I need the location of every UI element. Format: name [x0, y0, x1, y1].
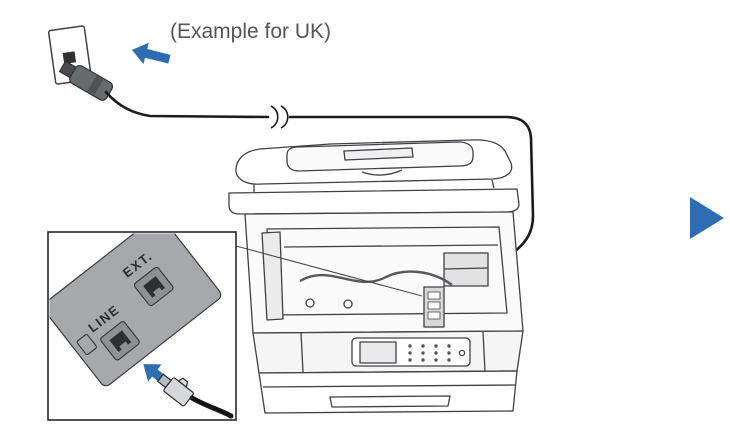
plug-band: [87, 75, 104, 96]
roller-1: [305, 298, 315, 308]
internal-ribbon-cable: [299, 270, 453, 286]
front-seam-right: [482, 331, 486, 372]
wall-socket-hole: [62, 51, 77, 64]
panel-emboss-detail: [76, 334, 97, 356]
next-step-arrow-icon: [690, 197, 724, 239]
connector-body: [163, 377, 194, 407]
port-block: [423, 286, 445, 328]
cable-break-symbol: [270, 105, 289, 129]
port-panel: EXT. LINE: [49, 233, 222, 387]
carriage-block: [443, 252, 489, 287]
line-port-socket: [100, 321, 140, 361]
rj11-connector: [156, 373, 194, 407]
roller-2: [343, 299, 353, 309]
inset-leader-line: [235, 245, 423, 297]
port-block-mark-1: [427, 291, 441, 300]
connector-cable: [189, 395, 234, 419]
hinge-right: [491, 179, 495, 189]
port-block-mark-3: [427, 311, 441, 320]
port-panel-face: [49, 233, 222, 387]
caption-example-for-uk: (Example for UK): [170, 20, 331, 43]
power-button-mark: [458, 349, 466, 357]
telephone-wall-plug: [58, 60, 114, 101]
port-block-mark-2: [427, 301, 441, 310]
paper-tray-base: [258, 370, 518, 414]
insert-plug-arrow-icon: [130, 41, 172, 67]
printer-illustration: [228, 139, 524, 414]
insert-plug-arrow-shape: [130, 41, 172, 67]
keypad: [408, 344, 451, 362]
adf-handle: [361, 169, 403, 176]
break-mark-1: [270, 105, 279, 129]
adf-detail: [343, 147, 414, 161]
cable-segment-left: [104, 90, 270, 119]
front-seam-left: [300, 332, 304, 373]
break-mark-2: [280, 105, 289, 129]
inset-box: EXT. LINE: [47, 231, 237, 421]
carriage-block-line: [443, 267, 489, 270]
tray-split-line: [262, 384, 516, 388]
plug-body: [69, 64, 114, 101]
carriage-rail: [283, 244, 499, 248]
tray-handle: [329, 395, 451, 408]
scanner-frame: [228, 188, 520, 215]
control-screen: [359, 341, 397, 364]
ext-port-socket: [133, 266, 174, 307]
